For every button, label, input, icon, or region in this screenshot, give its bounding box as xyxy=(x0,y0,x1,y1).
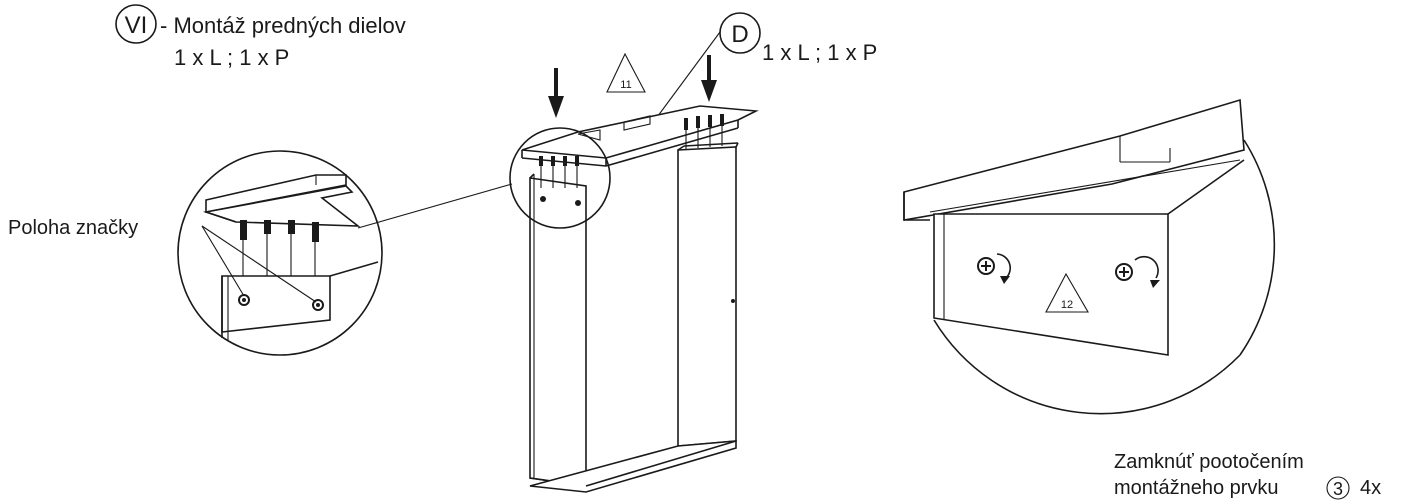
cabinet-assembly xyxy=(509,105,759,493)
right-side-panel xyxy=(677,146,737,447)
part-letter-circle xyxy=(719,12,761,54)
part-d-insert xyxy=(623,115,651,131)
zoom-circle-main xyxy=(509,127,611,229)
zoom-circle-left xyxy=(177,150,383,356)
marker-12-label: 12 xyxy=(1061,299,1073,311)
cam-lock-right-icon xyxy=(1115,255,1160,288)
bottom-panel xyxy=(529,440,737,493)
part-number-circle xyxy=(1326,476,1350,500)
part-callout: D 1 x L ; 1 x P xyxy=(651,12,877,125)
instruction-part-number: 3 xyxy=(1333,479,1343,499)
detail-circle-left xyxy=(177,150,383,356)
zoom-connector-line xyxy=(357,183,513,229)
down-arrow-right xyxy=(701,55,717,102)
cam-lock-left-icon xyxy=(977,253,1012,284)
instruction-line-2: montážneho prvku xyxy=(1114,477,1279,499)
part-leader-line xyxy=(651,31,721,125)
step-quantity: 1 x L ; 1 x P xyxy=(174,45,289,70)
marker-triangle-12: 12 xyxy=(1045,272,1089,313)
lock-instruction: Zamknúť pootočením montážneho prvku 3 4x xyxy=(1114,451,1381,500)
step-number: VI xyxy=(125,12,148,39)
instruction-count: 4x xyxy=(1360,477,1381,499)
detail-circle-right: 12 xyxy=(903,98,1276,415)
detail-pins xyxy=(240,220,319,276)
marker-11-label: 11 xyxy=(620,79,631,91)
marker-triangle-11: 11 xyxy=(606,52,646,93)
part-letter: D xyxy=(731,21,748,48)
step-title: - Montáž predných dielov xyxy=(160,13,406,38)
mark-position-label: Poloha značky xyxy=(8,217,138,239)
step-heading: VI - Montáž predných dielov 1 x L ; 1 x … xyxy=(115,4,406,70)
instruction-line-1: Zamknúť pootočením xyxy=(1114,451,1304,473)
pins-right xyxy=(684,114,724,150)
pins-left xyxy=(539,156,579,188)
step-number-circle xyxy=(115,4,157,44)
part-quantity: 1 x L ; 1 x P xyxy=(762,40,877,65)
down-arrow-left xyxy=(548,68,564,118)
